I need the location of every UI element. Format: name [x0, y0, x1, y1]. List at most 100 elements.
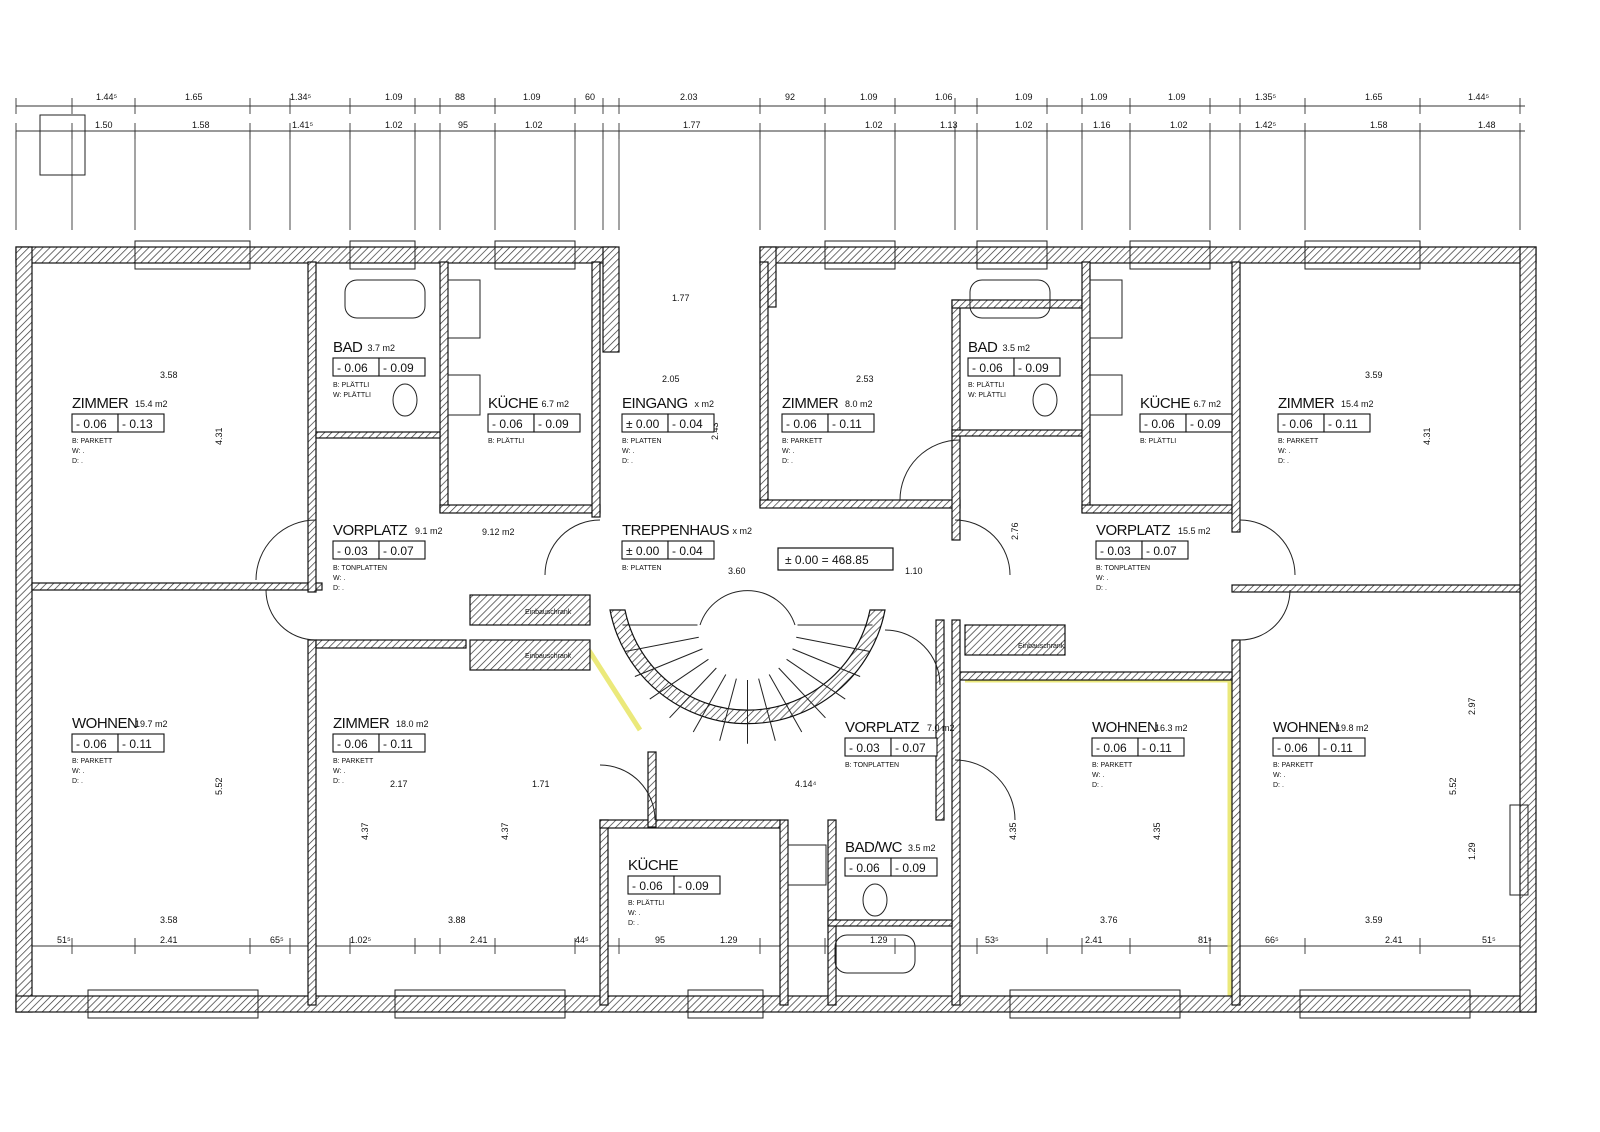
dim-top2-6: 1.02: [525, 120, 543, 130]
room-finish: B: TONPLATTEN: [333, 565, 387, 572]
stair-step: [649, 658, 709, 700]
level-value: - 0.11: [1142, 741, 1172, 755]
dim-bot-7: 95: [655, 935, 665, 945]
room-finish: B: PARKETT: [782, 438, 823, 445]
room-finish: B: TONPLATTEN: [845, 762, 899, 769]
level-value: - 0.07: [1146, 544, 1177, 558]
level-box: [1185, 413, 1233, 433]
dim-w-177: 1.77: [672, 293, 690, 303]
room-finish: B: PLATTEN: [622, 438, 662, 445]
dim-h-6: 4.37: [500, 822, 510, 840]
level-value: - 0.06: [1282, 417, 1313, 431]
level-value: - 0.09: [895, 861, 926, 875]
room-finish: W: .: [782, 448, 794, 455]
dim-w-zimmer18: 3.88: [448, 915, 466, 925]
dim-top-2: 1.65: [185, 92, 203, 102]
dim-top2-4: 1.02: [385, 120, 403, 130]
level-value: - 0.09: [383, 361, 414, 375]
dim-h-9: 2.43: [710, 422, 720, 440]
level-value: - 0.06: [492, 417, 523, 431]
level-box: [378, 540, 426, 560]
dim-w-110: 1.10: [905, 566, 923, 576]
einbauschrank-label-1: Einbauschrank: [525, 609, 572, 616]
level-value: - 0.06: [849, 861, 880, 875]
dim-w-wohnen19: 3.59: [1365, 915, 1383, 925]
room-area: 3.5 m2: [908, 843, 936, 853]
level-box: [673, 875, 721, 895]
cabinet-labels: Einbauschrank Einbauschrank Einbauschran…: [525, 609, 1065, 660]
dim-h-2: 4.31: [1422, 427, 1432, 445]
dim-top-9: 92: [785, 92, 795, 102]
dim-bot-5: 2.41: [470, 935, 488, 945]
dim-top-3: 1.34⁵: [290, 92, 312, 102]
level-value: - 0.06: [1144, 417, 1175, 431]
level-box: [1323, 413, 1371, 433]
room-name: BAD: [333, 339, 363, 356]
level-value: - 0.11: [383, 737, 413, 751]
room-area: 8.0 m2: [845, 399, 873, 409]
dim-top2-2: 1.58: [192, 120, 210, 130]
dim-bot-3: 65⁵: [270, 935, 284, 945]
level-box: [378, 733, 426, 753]
room-finish: D: .: [72, 778, 83, 785]
room-finish: B: PLÄTTLI: [1140, 437, 1176, 445]
room-name: WOHNEN: [1273, 719, 1338, 736]
room-finish: B: PLÄTTLI: [628, 899, 664, 907]
room-finish: W: .: [628, 910, 640, 917]
level-value: ± 0.00: [626, 544, 660, 558]
room-area: 9.1 m2: [415, 526, 443, 536]
room-name: BAD/WC: [845, 839, 903, 856]
dim-bot-2: 2.41: [160, 935, 178, 945]
stair-step: [625, 636, 699, 652]
room-finish: W: PLÄTTLI: [968, 391, 1006, 399]
room-area: 19.7 m2: [135, 719, 168, 729]
dim-w-wohnen16: 3.76: [1100, 915, 1118, 925]
room-area: 18.0 m2: [396, 719, 429, 729]
level-value: - 0.04: [672, 544, 703, 558]
room-finish: B: PARKETT: [1278, 438, 1319, 445]
dim-bot-1: 51⁵: [57, 935, 71, 945]
room-area: x m2: [733, 526, 753, 536]
level-value: - 0.11: [1323, 741, 1353, 755]
room-finish: B: PLÄTTLI: [333, 381, 369, 389]
dim-top-4: 1.09: [385, 92, 403, 102]
dim-top2-7: 1.77: [683, 120, 701, 130]
stair-step: [758, 678, 776, 741]
dim-top-12: 1.09: [1015, 92, 1033, 102]
level-value: - 0.06: [337, 737, 368, 751]
room-finish: D: .: [782, 458, 793, 465]
room-finish: B: PLATTEN: [622, 565, 662, 572]
dim-w-zimmer15r: 3.59: [1365, 370, 1383, 380]
room-name: EINGANG: [622, 395, 688, 412]
stair-step: [692, 674, 727, 733]
dim-h-12: 1.29: [1467, 842, 1477, 860]
level-value: - 0.06: [1096, 741, 1127, 755]
dim-top-7: 60: [585, 92, 595, 102]
dim-h-1: 4.31: [214, 427, 224, 445]
dim-bot-8: 1.29: [720, 935, 738, 945]
dim-top2-13: 1.42⁵: [1255, 120, 1277, 130]
level-value: - 0.11: [832, 417, 862, 431]
dim-h-10: 2.76: [1010, 522, 1020, 540]
dim-w-wohnen1: 3.58: [160, 915, 178, 925]
einbauschrank-label-2: Einbauschrank: [525, 653, 572, 660]
level-value: - 0.03: [1100, 544, 1131, 558]
dimension-labels: 1.44⁵ 1.65 1.34⁵ 1.09 88 1.09 60 2.03 92…: [57, 92, 1496, 945]
exterior-walls: [15, 246, 1537, 1013]
room-finish: W: .: [1092, 772, 1104, 779]
dim-bot-10: 53⁵: [985, 935, 999, 945]
dimension-lines: [15, 98, 1525, 954]
level-value: - 0.09: [678, 879, 709, 893]
room-finish: B: PARKETT: [72, 438, 113, 445]
dim-bot-13: 66⁵: [1265, 935, 1279, 945]
interior-walls: [31, 261, 1521, 1006]
dim-h-11: 2.97: [1467, 697, 1477, 715]
level-box: [827, 413, 875, 433]
room-name: ZIMMER: [333, 715, 390, 732]
